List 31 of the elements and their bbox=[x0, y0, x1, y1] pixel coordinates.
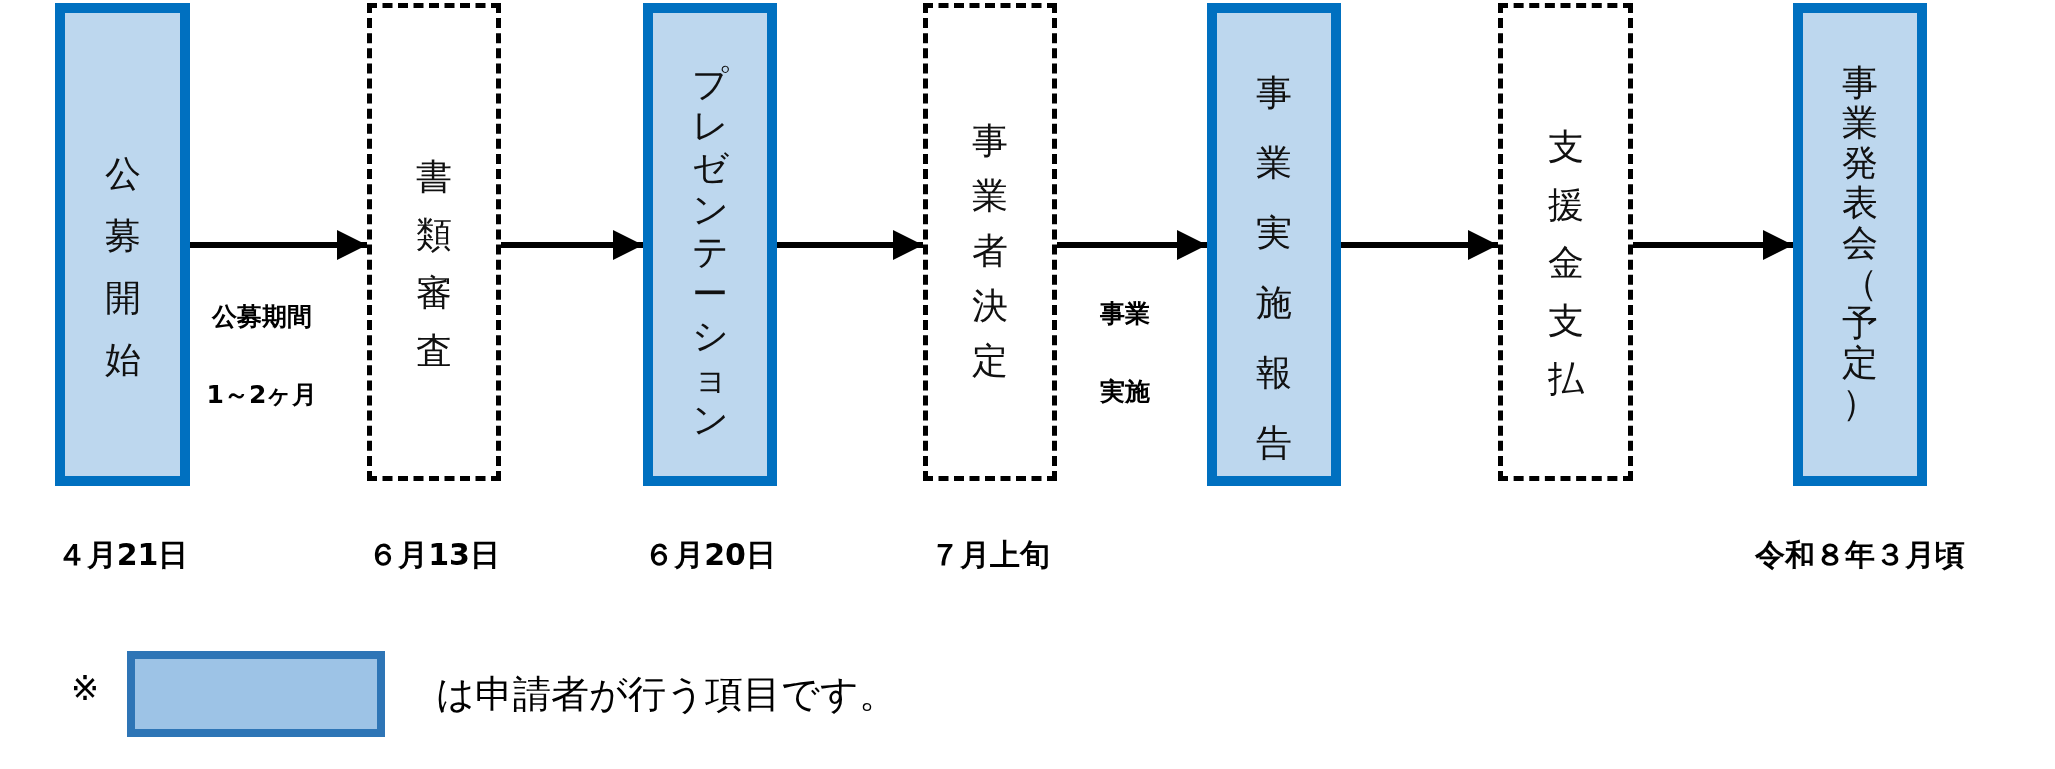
step-label: 支援金支払 bbox=[1547, 125, 1584, 401]
step-label: プレゼンテーション bbox=[692, 63, 728, 442]
date-label: 令和８年３月頃 bbox=[1755, 536, 1965, 574]
date-label: ７月上旬 bbox=[930, 536, 1050, 574]
applicant-step-box bbox=[55, 3, 190, 486]
arrow bbox=[1057, 230, 1207, 260]
step-box bbox=[367, 3, 501, 481]
period-label: 事業 bbox=[1100, 298, 1150, 330]
step-label: 事業発表会（予定） bbox=[1842, 63, 1878, 425]
step-label: 事業実施報告 bbox=[1256, 71, 1292, 465]
applicant-step-box bbox=[1793, 3, 1927, 486]
step-label: 公募開始 bbox=[104, 152, 141, 382]
period-label: 公募期間 bbox=[212, 301, 312, 333]
step-box bbox=[1498, 3, 1633, 481]
arrow bbox=[190, 230, 367, 260]
applicant-step-box bbox=[1207, 3, 1341, 486]
arrow bbox=[1341, 230, 1498, 260]
applicant-step-box bbox=[643, 3, 777, 486]
note-mark: ※ bbox=[70, 668, 100, 708]
period-label: 1～2ヶ月 bbox=[206, 379, 318, 411]
date-label: ６月20日 bbox=[644, 536, 776, 574]
step-box bbox=[923, 3, 1057, 481]
date-label: ６月13日 bbox=[368, 536, 500, 574]
arrow bbox=[1633, 230, 1793, 260]
step-label: 事業者決定 bbox=[972, 119, 1008, 383]
arrow bbox=[501, 230, 643, 260]
arrow bbox=[777, 230, 923, 260]
step-label: 書類審査 bbox=[416, 155, 452, 373]
date-label: ４月21日 bbox=[56, 536, 189, 574]
period-label: 実施 bbox=[1100, 376, 1150, 408]
legend-text: は申請者が行う項目です。 bbox=[436, 671, 897, 718]
